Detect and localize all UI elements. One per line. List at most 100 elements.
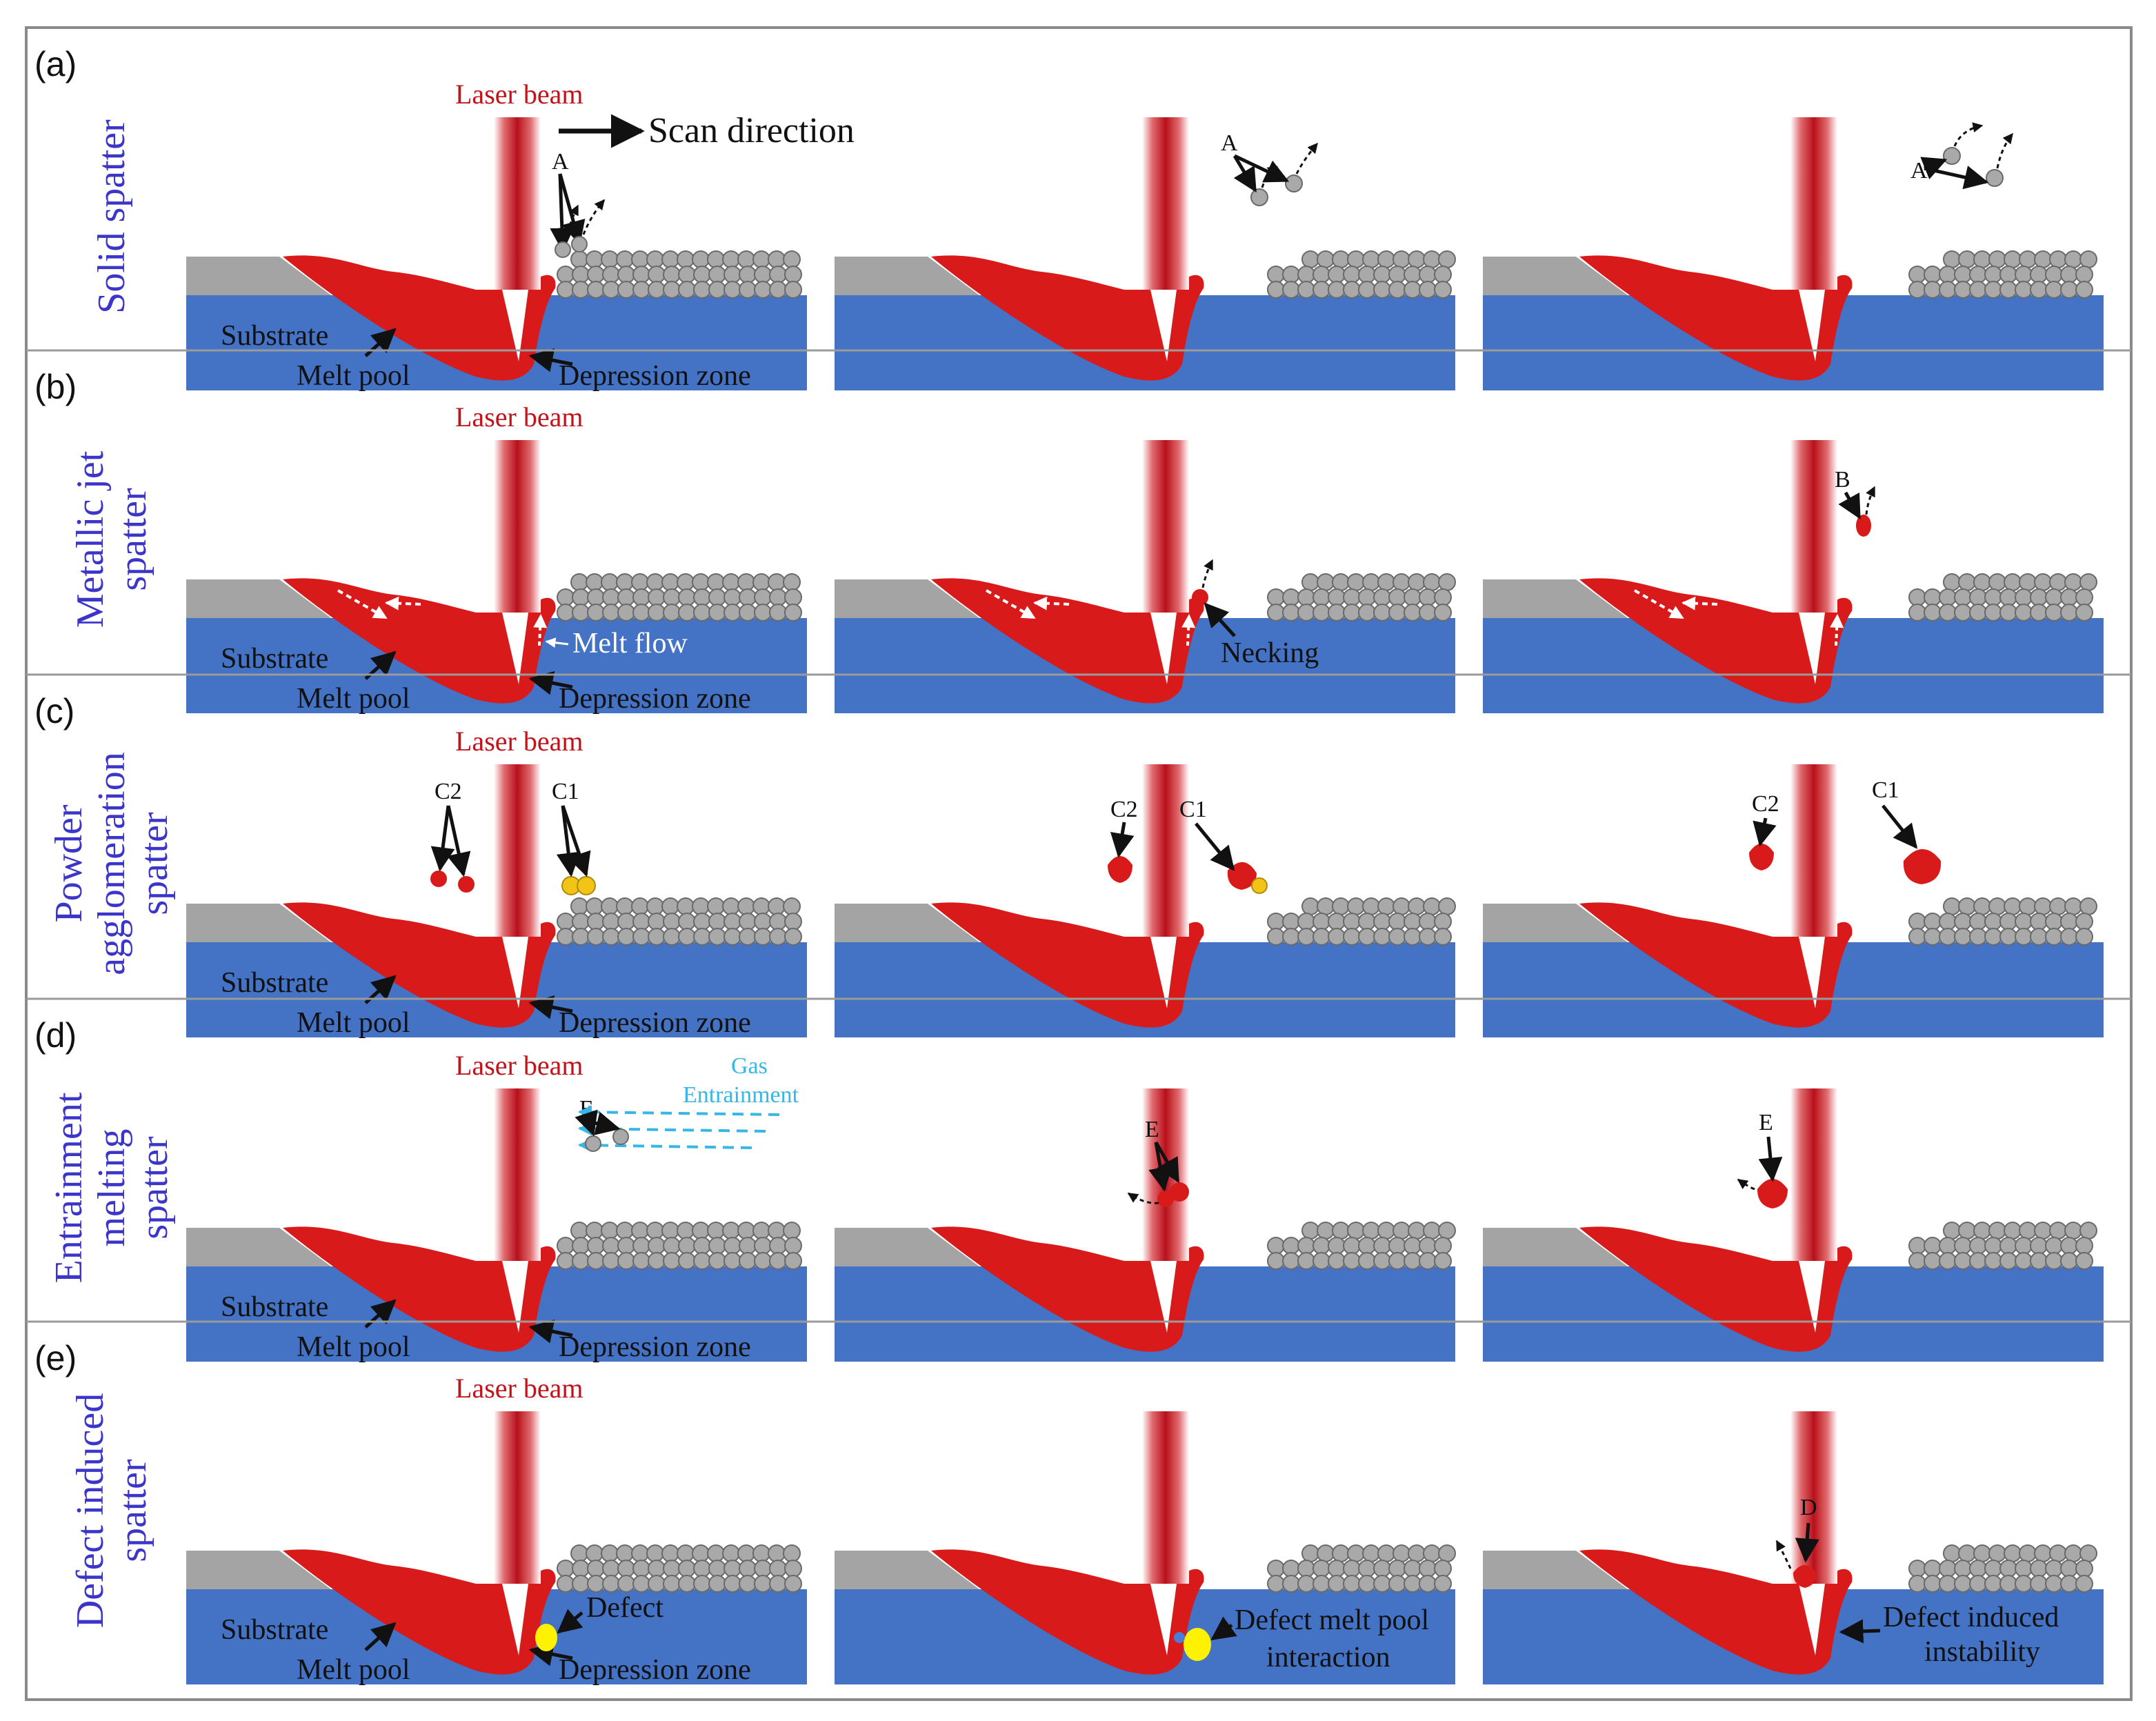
powder-particle: [2075, 281, 2093, 299]
panel-title-line: Metallic jet: [69, 450, 112, 628]
laser-beam: [1142, 117, 1189, 290]
powder-particle: [784, 266, 802, 283]
powder-particle: [784, 588, 802, 606]
powder-particle: [722, 573, 740, 591]
laser-beam: [1142, 1411, 1189, 1584]
powder-particle: [1377, 1544, 1395, 1562]
powder-particle: [1328, 266, 1346, 283]
powder-particle: [754, 604, 772, 621]
powder-particle: [2060, 928, 2078, 946]
spatter-arrow: [430, 805, 455, 872]
powder-particle: [1924, 281, 1942, 299]
powder-particle: [677, 573, 695, 591]
powder-particle: [2030, 1575, 2048, 1593]
depression-zone: [1150, 937, 1177, 1008]
melt-pool: [1579, 1226, 1853, 1352]
gas-flow-arrow: [578, 1138, 752, 1153]
powder-particle: [752, 1544, 770, 1562]
entrained-particle: [585, 1135, 601, 1152]
gas-pocket: [1174, 1632, 1185, 1643]
powder-particle: [663, 604, 681, 621]
depression-zone: [1150, 1584, 1177, 1655]
powder-particle: [617, 588, 635, 606]
powder-particle: [1438, 897, 1456, 915]
powder-particle: [1419, 588, 1437, 606]
powder-particle: [1358, 281, 1376, 299]
panel-title-line: Solid spatter: [90, 119, 133, 314]
spatter-label-e: E: [1759, 1110, 1773, 1135]
solidified-track: [186, 579, 331, 618]
powder-particle: [1434, 928, 1452, 946]
powder-particle: [1434, 1575, 1452, 1593]
solidified-track: [835, 1551, 979, 1589]
powder-particle: [1393, 573, 1410, 591]
powder-particle: [1939, 1575, 1957, 1593]
powder-particle: [1358, 1237, 1376, 1255]
entrained-droplet: [1170, 1182, 1189, 1202]
powder-particle: [632, 281, 650, 299]
melt-pool-label: Melt pool: [297, 1007, 410, 1039]
powder-particle: [769, 281, 787, 299]
defect-pore: [1184, 1628, 1211, 1661]
spatter-arrow: [1195, 822, 1235, 871]
powder-particle: [1939, 1560, 1957, 1578]
spatter-trajectory: [1127, 1192, 1159, 1204]
powder-particle: [1347, 1544, 1365, 1562]
agglomerate-droplet: [1903, 849, 1942, 884]
powder-particle: [2060, 266, 2078, 283]
powder-particle: [1908, 913, 1926, 931]
powder-particle: [661, 573, 679, 591]
laser-beam-label: Laser beam: [455, 1373, 583, 1404]
powder-particle: [617, 1575, 635, 1593]
powder-particle: [2015, 281, 2033, 299]
melt-pool: [1579, 1549, 1853, 1675]
powder-particle: [2030, 1237, 2048, 1255]
powder-particle: [1332, 573, 1350, 591]
powder-particle: [2060, 1237, 2078, 1255]
powder-particle: [1423, 250, 1441, 268]
powder-particle: [2064, 250, 2082, 268]
powder-particle: [737, 1544, 755, 1562]
powder-particle: [617, 913, 635, 931]
powder-particle: [2075, 1575, 2093, 1593]
powder-particle: [1328, 928, 1346, 946]
powder-particle: [2019, 897, 2037, 915]
depression-zone-arrow: [528, 671, 573, 695]
powder-particle: [1404, 1252, 1421, 1270]
powder-particle: [617, 604, 635, 621]
powder-particle: [1419, 1560, 1437, 1578]
powder-particle: [587, 604, 605, 621]
solidified-track: [186, 257, 331, 295]
powder-particle: [557, 1560, 575, 1578]
melt-flow-arrow: [1830, 614, 1844, 646]
powder-particle: [631, 1222, 649, 1240]
powder-particle: [1343, 1575, 1361, 1593]
powder-particle: [1388, 588, 1406, 606]
powder-particle: [1373, 604, 1391, 621]
powder-particle: [2015, 913, 2033, 931]
powder-particle: [632, 913, 650, 931]
powder-particle: [1954, 1252, 1972, 1270]
powder-particle: [2045, 1237, 2063, 1255]
powder-particle: [2049, 573, 2067, 591]
powder-particle: [1343, 913, 1361, 931]
powder-particle: [693, 281, 711, 299]
depression-zone: [1150, 1261, 1177, 1333]
agglomerate-droplet: [458, 876, 475, 893]
powder-particle: [2030, 281, 2048, 299]
powder-particle: [1267, 1252, 1285, 1270]
powder-particle: [1999, 1575, 2017, 1593]
laser-beam: [1142, 1088, 1189, 1261]
agglomerated-powder: [577, 876, 596, 895]
powder-particle: [692, 573, 710, 591]
powder-particle: [1297, 281, 1315, 299]
powder-particle: [1969, 913, 1987, 931]
powder-particle: [1328, 1560, 1346, 1578]
powder-particle: [648, 928, 666, 946]
powder-particle: [587, 1252, 605, 1270]
powder-particle: [1988, 573, 2006, 591]
powder-particle: [1988, 250, 2006, 268]
spatter-trajectory: [1261, 166, 1279, 188]
powder-particle: [723, 1560, 741, 1578]
